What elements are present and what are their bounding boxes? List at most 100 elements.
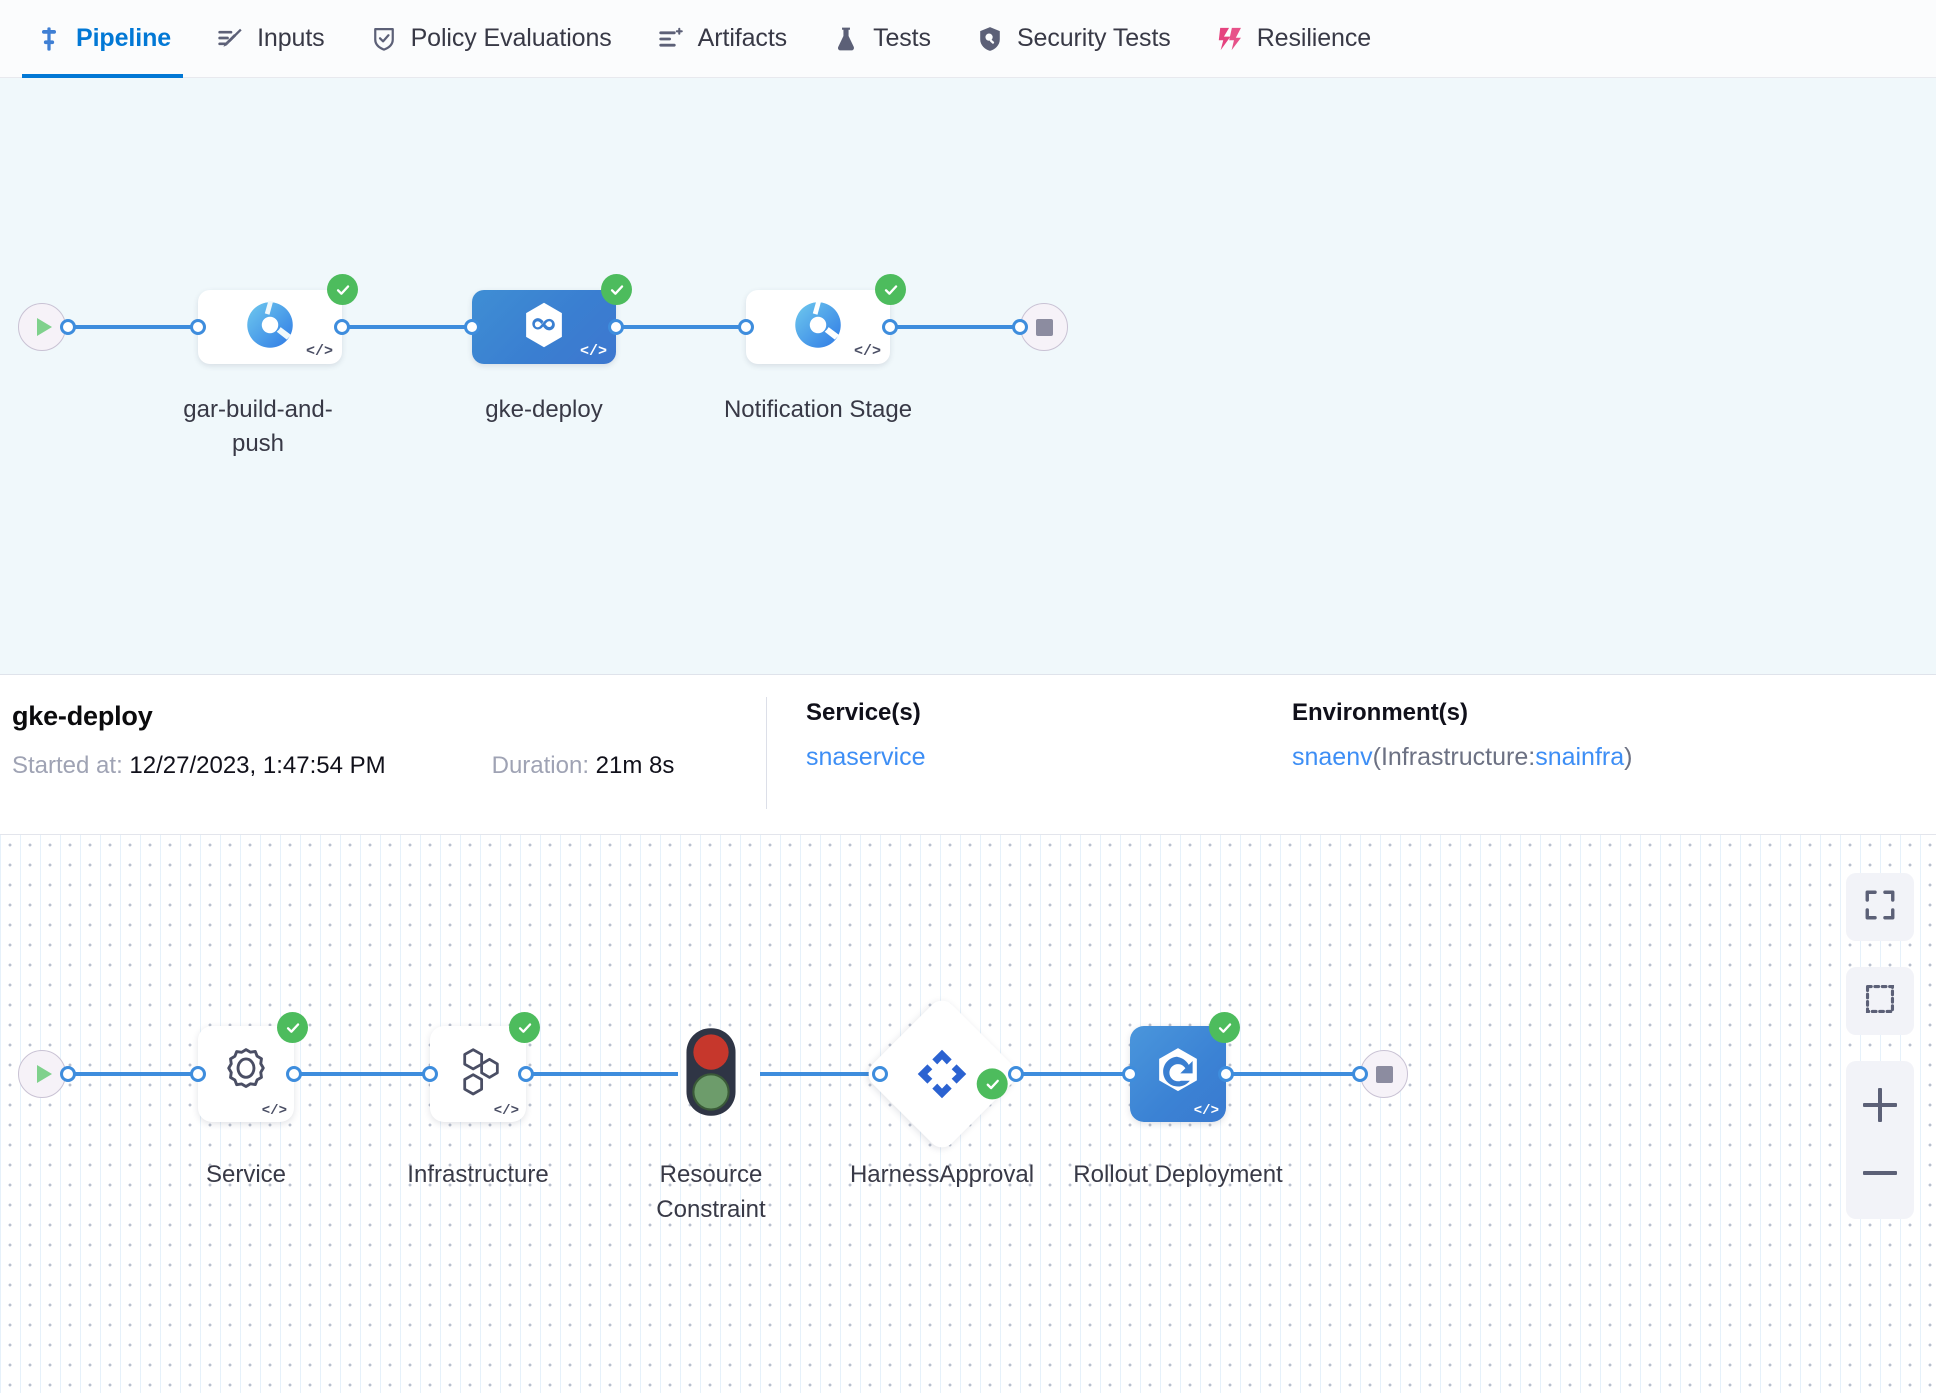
edge-dot <box>518 1066 534 1082</box>
stage-node-notification-stage[interactable]: </> <box>746 274 906 364</box>
stage-label: Notification Stage <box>723 396 913 423</box>
select-region-button[interactable] <box>1846 967 1914 1035</box>
step-yaml-tag[interactable]: </> <box>261 1103 287 1119</box>
step-node-service[interactable]: </> <box>198 1012 308 1122</box>
detail-divider <box>766 697 767 809</box>
pipeline-start-node[interactable] <box>18 303 66 351</box>
environment-link[interactable]: snaenv <box>1292 743 1373 771</box>
step-yaml-tag[interactable]: </> <box>1193 1103 1219 1119</box>
duration: Duration: 21m 8s <box>492 752 675 780</box>
edge-dot <box>286 1066 302 1082</box>
tab-label: Inputs <box>257 24 325 52</box>
tab-label: Policy Evaluations <box>410 24 612 52</box>
execution-graph-canvas[interactable]: </> Service </> <box>0 835 1936 1393</box>
environment-link-group[interactable]: snaenv(Infrastructure:snainfra) <box>1292 743 1632 772</box>
security-shield-icon <box>975 24 1005 54</box>
infrastructure-link[interactable]: snainfra <box>1535 743 1625 771</box>
stage-label: gke-deploy <box>485 396 603 423</box>
traffic-light-icon <box>680 1026 742 1123</box>
minus-icon <box>1863 1156 1897 1190</box>
edge-connector <box>890 325 1020 329</box>
edge-connector <box>68 1072 198 1076</box>
step-label: Service <box>205 1161 287 1188</box>
fit-screen-icon <box>1863 888 1897 927</box>
stage-node-gar-build-and-push[interactable]: </> <box>198 274 358 364</box>
execution-start-node[interactable] <box>18 1050 66 1098</box>
step-node-rollout-deployment[interactable]: </> <box>1130 1012 1240 1122</box>
edge-connector <box>342 325 472 329</box>
step-node-infrastructure[interactable]: </> <box>430 1012 540 1122</box>
shield-check-icon <box>369 24 399 54</box>
tab-artifacts[interactable]: Artifacts <box>634 0 809 78</box>
step-node-harnessapproval[interactable] <box>862 994 1022 1154</box>
step-node-resource-constraint[interactable] <box>663 1026 759 1122</box>
resilience-icon <box>1215 24 1245 54</box>
play-icon <box>36 1065 52 1083</box>
tab-label: Security Tests <box>1016 24 1171 52</box>
step-label: Resource Constraint <box>656 1161 766 1223</box>
tab-inputs[interactable]: Inputs <box>193 0 347 78</box>
fit-screen-button[interactable] <box>1846 873 1914 941</box>
edge-dot <box>738 319 754 335</box>
stop-icon <box>1375 1065 1393 1083</box>
stage-node-gke-deploy[interactable]: </> <box>472 274 632 364</box>
status-badge-success <box>1209 1012 1240 1043</box>
tab-label: Tests <box>873 24 931 52</box>
zoom-button-group <box>1846 1061 1914 1219</box>
edge-connector <box>1226 1072 1358 1076</box>
gcp-artifact-registry-icon <box>792 299 844 356</box>
started-at-value: 12/27/2023, 1:47:54 PM <box>129 752 386 779</box>
status-badge-success <box>601 274 632 305</box>
zoom-out-button[interactable] <box>1846 1139 1914 1207</box>
edge-dot <box>334 319 350 335</box>
infrastructure-suffix: ) <box>1624 743 1633 771</box>
stage-yaml-tag[interactable]: </> <box>853 343 881 360</box>
services-heading: Service(s) <box>806 699 921 726</box>
edge-dot <box>464 319 480 335</box>
play-icon <box>36 318 52 336</box>
page-title: gke-deploy <box>12 701 153 731</box>
step-yaml-tag[interactable]: </> <box>493 1103 519 1119</box>
edge-dot <box>608 319 624 335</box>
execution-step-row: </> Service </> <box>0 994 1936 1280</box>
infrastructure-prefix: (Infrastructure: <box>1372 743 1536 771</box>
rollout-icon <box>1149 1043 1207 1106</box>
artifacts-list-icon <box>656 24 686 54</box>
pipeline-graph-canvas[interactable]: </> gar-build-and-push </> <box>0 78 1936 675</box>
canvas-view-controls <box>1846 873 1914 1219</box>
edge-dot <box>1008 1066 1024 1082</box>
service-link[interactable]: snaservice <box>806 743 926 771</box>
stage-label: gar-build-and-push <box>183 396 333 458</box>
edge-dot <box>60 319 76 335</box>
zoom-in-button[interactable] <box>1846 1071 1914 1139</box>
approval-diamond-icon <box>914 1046 970 1102</box>
tab-pipeline[interactable]: Pipeline <box>12 0 193 78</box>
stage-yaml-tag[interactable]: </> <box>579 343 607 360</box>
started-at-label: Started at: <box>12 752 123 779</box>
edge-dot <box>872 1066 888 1082</box>
started-at: Started at: 12/27/2023, 1:47:54 PM <box>12 752 386 780</box>
tab-policy-evaluations[interactable]: Policy Evaluations <box>347 0 634 78</box>
step-label: Rollout Deployment <box>1073 1161 1283 1188</box>
edge-connector <box>68 325 198 329</box>
environments-heading: Environment(s) <box>1292 699 1469 726</box>
environments-column: Environment(s) snaenv(Infrastructure:sna… <box>1292 699 1632 772</box>
duration-label: Duration: <box>491 752 589 779</box>
edge-dot <box>1218 1066 1234 1082</box>
stage-yaml-tag[interactable]: </> <box>305 343 333 360</box>
execution-end-node[interactable] <box>1360 1050 1408 1098</box>
tab-tests[interactable]: Tests <box>809 0 953 78</box>
harness-deploy-icon <box>518 299 570 356</box>
tab-label: Pipeline <box>76 24 172 52</box>
marquee-select-icon <box>1863 982 1897 1021</box>
tab-label: Resilience <box>1256 24 1372 52</box>
primary-tab-bar: Pipeline Inputs Policy Evaluations <box>0 0 1936 78</box>
edge-dot <box>1352 1066 1368 1082</box>
edge-dot <box>190 1066 206 1082</box>
status-badge-success <box>277 1012 308 1043</box>
detail-meta-row: Started at: 12/27/2023, 1:47:54 PM Durat… <box>12 752 1936 780</box>
edge-connector <box>760 1072 880 1076</box>
tab-resilience[interactable]: Resilience <box>1193 0 1393 78</box>
tab-security-tests[interactable]: Security Tests <box>953 0 1193 78</box>
services-column: Service(s) snaservice <box>806 699 926 772</box>
